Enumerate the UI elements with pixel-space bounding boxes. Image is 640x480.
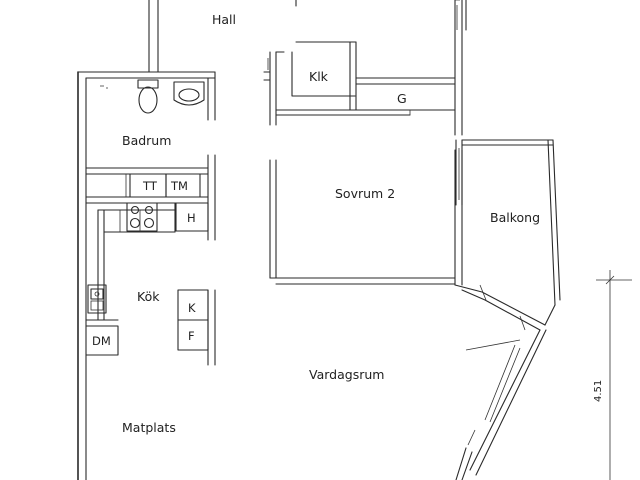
label-tt: TT [142, 179, 158, 193]
label-kok: Kök [137, 289, 160, 304]
label-f: F [188, 329, 195, 343]
label-balkong: Balkong [490, 210, 540, 225]
label-dm: DM [92, 334, 111, 348]
label-h: H [187, 211, 196, 225]
walls [77, 0, 561, 480]
label-k: K [188, 301, 196, 315]
dimension-marker [596, 270, 632, 480]
stove-icon [126, 202, 158, 232]
kitchen-sink-icon [87, 284, 107, 314]
label-hall: Hall [212, 12, 236, 27]
label-klk: Klk [309, 69, 329, 84]
fixtures [87, 79, 209, 314]
label-matplats: Matplats [122, 420, 176, 435]
room-labels: Hall Klk G Badrum TT TM H Sovrum 2 Balko… [92, 12, 604, 435]
toilet-icon [137, 79, 159, 114]
label-g: G [397, 91, 407, 106]
washer-dryer [125, 173, 201, 198]
label-sovrum2: Sovrum 2 [335, 186, 395, 201]
label-badrum: Badrum [122, 133, 171, 148]
label-vardagsrum: Vardagsrum [309, 367, 384, 382]
label-tm: TM [170, 179, 188, 193]
dimension-label: 4.51 [593, 380, 604, 402]
cabinet-h [175, 202, 209, 232]
doors-and-windows [267, 0, 526, 446]
sink-icon [173, 81, 205, 106]
